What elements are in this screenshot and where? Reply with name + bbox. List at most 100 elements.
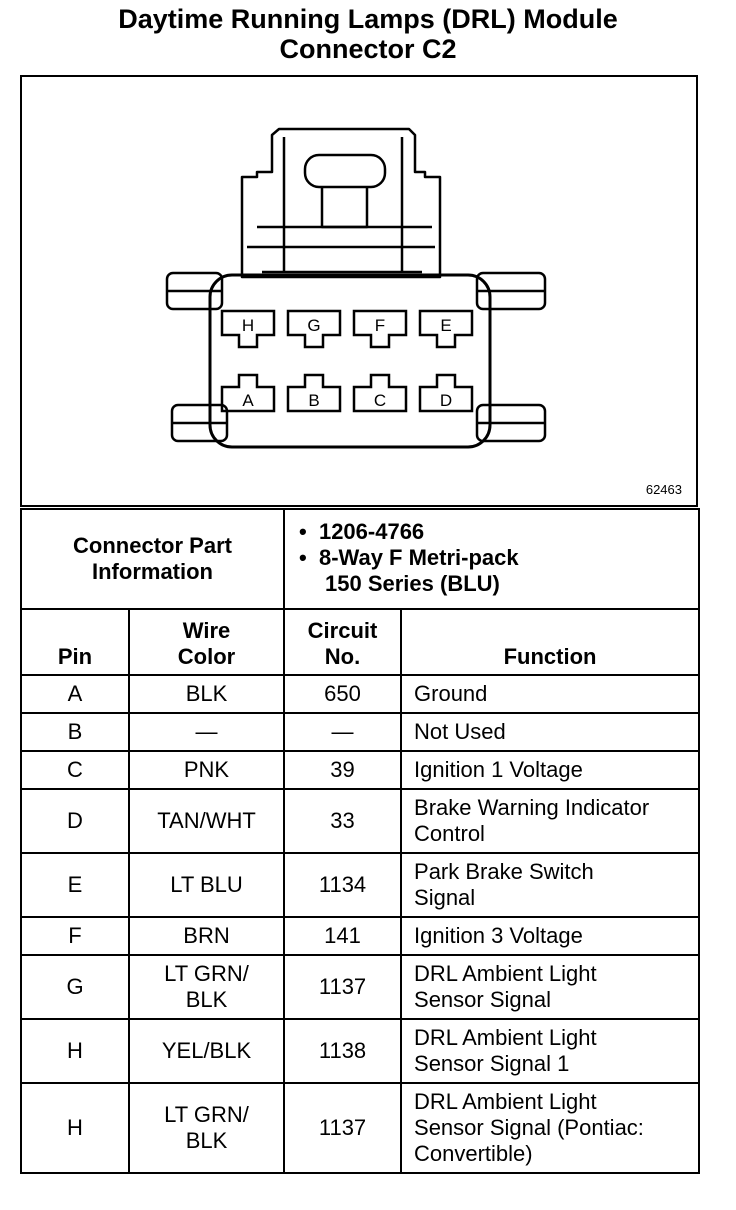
pin-cell-line: A (67, 681, 83, 706)
header-circuit: Circuit No. (283, 608, 403, 676)
circuit-cell-line: 1137 (318, 974, 367, 999)
pin-label: H (242, 316, 254, 335)
circuit-cell: 1134 (283, 852, 403, 918)
description-line-2: 150 Series (BLU) (325, 571, 500, 596)
title-line-1: Daytime Running Lamps (DRL) Module (118, 4, 618, 34)
wire-color-cell-line: LT GRN/ (164, 961, 249, 986)
circuit-cell: 33 (283, 788, 403, 854)
pin-label: F (375, 316, 385, 335)
pin-cell-line: C (67, 757, 83, 782)
function-cell-line: Ignition 3 Voltage (414, 923, 583, 948)
pin-cell-line: D (67, 808, 83, 833)
pin-cell-line: E (67, 872, 83, 897)
header-wire-line-1: Wire (182, 618, 231, 643)
wire-color-cell-line: BLK (185, 987, 228, 1012)
circuit-cell-line: 39 (330, 757, 355, 782)
description-item: • 8-Way F Metri-pack (299, 545, 519, 570)
circuit-cell-line: 1137 (318, 1115, 367, 1140)
header-circuit-line-2: No. (324, 644, 361, 669)
function-cell: Ignition 3 Voltage (400, 916, 701, 956)
function-cell-line: DRL Ambient Light (414, 1089, 597, 1114)
wire-color-cell: PNK (127, 750, 286, 790)
function-cell-line: Sensor Signal 1 (414, 1051, 570, 1076)
pin-cell: E (20, 852, 130, 918)
pin-cavity (286, 373, 342, 413)
function-cell-line: Sensor Signal (Pontiac: (414, 1115, 644, 1140)
function-cell-line: Convertible) (414, 1141, 533, 1166)
pin-cell: D (20, 788, 130, 854)
wire-color-cell: BRN (127, 916, 286, 956)
circuit-cell: 1138 (283, 1018, 403, 1084)
wire-color-cell: LT GRN/BLK (127, 954, 286, 1020)
function-cell: Ground (400, 674, 701, 714)
pin-cavity (286, 309, 342, 349)
function-cell-line: Ignition 1 Voltage (414, 757, 583, 782)
info-label-line-2: Information (92, 559, 213, 584)
function-cell-line: Signal (414, 885, 476, 910)
pinout-table: Connector Part Information • 1206-4766 •… (19, 508, 701, 1174)
wire-color-cell-line: BRN (183, 923, 230, 948)
pin-label: B (308, 391, 319, 410)
page-title: Daytime Running Lamps (DRL) Module Conne… (0, 4, 736, 64)
function-cell: Not Used (400, 712, 701, 752)
pin-cavity (418, 309, 474, 349)
circuit-cell: 141 (283, 916, 403, 956)
function-cell-line: Sensor Signal (414, 987, 551, 1012)
function-cell-line: Control (414, 821, 485, 846)
wire-color-cell: BLK (127, 674, 286, 714)
function-cell-line: Park Brake Switch (414, 859, 594, 884)
table-row: B——Not Used (20, 712, 701, 752)
pin-cell: C (20, 750, 130, 790)
pin-cell-line: F (68, 923, 82, 948)
circuit-cell-line: 33 (330, 808, 355, 833)
circuit-cell: 1137 (283, 954, 403, 1020)
pin-label: C (374, 391, 386, 410)
function-cell-line: DRL Ambient Light (414, 961, 597, 986)
circuit-cell: — (283, 712, 403, 752)
wire-color-cell-line: BLK (185, 681, 228, 706)
pin-label: D (440, 391, 452, 410)
table-row: F BRN 141 Ignition 3 Voltage (20, 916, 701, 956)
header-wire-color: Wire Color (127, 608, 286, 676)
pin-cell: A (20, 674, 130, 714)
connector-body (208, 273, 492, 449)
description-line-1: 8-Way F Metri-pack (318, 545, 519, 570)
connector-info-row: Connector Part Information • 1206-4766 •… (19, 508, 701, 610)
function-cell-line: Ground (414, 681, 488, 706)
pin-cavity (418, 373, 474, 413)
pin-cell-line: G (66, 974, 84, 999)
wire-color-cell-line: BLK (185, 1128, 228, 1153)
pin-cell-line: H (67, 1038, 83, 1063)
pin-cell: H (20, 1082, 130, 1174)
header-row: Pin Wire Color Circuit No. Function (20, 608, 701, 676)
pin-cell: F (20, 916, 130, 956)
wire-color-cell-line: YEL/BLK (161, 1038, 252, 1063)
circuit-cell-line: 1134 (318, 872, 367, 897)
wire-color-cell-line: — (195, 719, 218, 744)
pin-cavity (220, 309, 276, 349)
connector-info-details: • 1206-4766 • 8-Way F Metri-pack 150 Ser… (283, 508, 701, 610)
circuit-cell: 1137 (283, 1082, 403, 1174)
function-cell-line: DRL Ambient Light (414, 1025, 597, 1050)
function-cell: Ignition 1 Voltage (400, 750, 701, 790)
header-function: Function (400, 608, 701, 676)
wire-color-cell-line: PNK (183, 757, 230, 782)
circuit-cell-line: — (331, 719, 354, 744)
pin-cavity (220, 373, 276, 413)
pin-cell-line: H (67, 1115, 83, 1140)
pin-cavity (352, 309, 408, 349)
pin-label: G (307, 316, 320, 335)
connector-info-label: Connector Part Information (19, 508, 286, 610)
part-number-item: • 1206-4766 (299, 519, 425, 544)
function-cell-line: Brake Warning Indicator (414, 795, 650, 820)
